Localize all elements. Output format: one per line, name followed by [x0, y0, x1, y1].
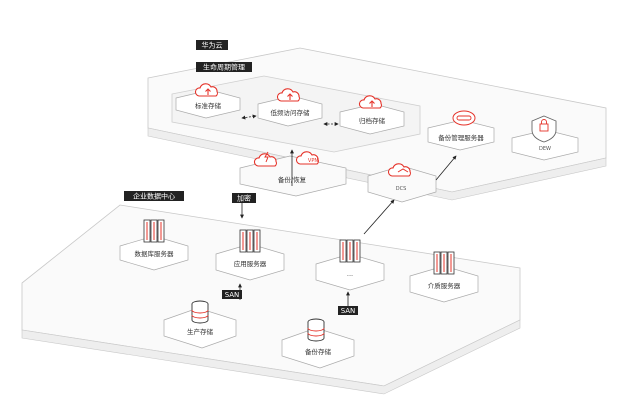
node-dew	[511, 115, 579, 161]
label-backup-storage: 备份存储	[305, 347, 332, 356]
tag-encrypt: 加密	[232, 193, 256, 203]
node-prod-storage	[163, 300, 237, 349]
cloud-icon	[253, 153, 277, 167]
link-dc-to-dcs	[363, 199, 395, 235]
node-archive-storage	[339, 95, 405, 135]
server-rack-icon	[239, 229, 261, 253]
node-dcs	[367, 163, 437, 203]
shield-icon	[531, 115, 557, 143]
node-app-server	[215, 229, 285, 281]
node-media-server	[409, 251, 479, 303]
label-more: ...	[347, 270, 353, 278]
label-backup-manager: 备份管理服务器	[438, 133, 484, 142]
tag-lifecycle: 生命周期管理	[196, 62, 252, 72]
label-prod-storage: 生产存储	[187, 327, 214, 336]
svg-text:加密: 加密	[237, 194, 251, 203]
label-dew: DEW	[539, 146, 551, 152]
database-icon	[191, 300, 209, 324]
lightning-icon	[264, 151, 269, 163]
vpn-cloud-icon	[295, 151, 319, 165]
svg-text:生命周期管理: 生命周期管理	[203, 63, 245, 72]
svg-text:SAN: SAN	[341, 307, 356, 315]
database-icon	[307, 318, 325, 342]
label-db-server: 数据库服务器	[135, 249, 175, 258]
svg-text:SAN: SAN	[225, 291, 240, 299]
label-backup-restore: 备份/恢复	[278, 175, 307, 184]
label-low-freq-storage: 低频访问存储	[271, 108, 311, 117]
node-labels: 标准存储 低频访问存储 归档存储 备份管理服务器 DEW 备份/恢复 VPN D…	[135, 101, 552, 356]
node-backup-restore	[239, 151, 347, 197]
label-archive-storage: 归档存储	[359, 116, 386, 125]
label-media-server: 介质服务器	[428, 281, 461, 290]
label-standard-storage: 标准存储	[195, 101, 222, 110]
lock-icon	[539, 123, 549, 132]
svg-text:企业数据中心: 企业数据中心	[133, 192, 175, 201]
node-low-freq-storage	[257, 88, 323, 127]
node-backup-manager	[427, 110, 495, 151]
node-more	[315, 239, 385, 291]
tag-huawei-cloud: 华为云	[196, 40, 228, 50]
tag-san-1: SAN	[222, 290, 242, 299]
label-vpn: VPN	[308, 158, 318, 164]
link-dcs-to-cloud	[435, 155, 457, 181]
cloud-icon	[387, 163, 411, 177]
server-rack-icon	[339, 239, 361, 263]
node-backup-storage	[281, 318, 355, 369]
svg-text:华为云: 华为云	[202, 41, 223, 50]
server-rack-icon	[433, 251, 455, 275]
tag-san-2: SAN	[338, 306, 358, 315]
label-app-server: 应用服务器	[234, 259, 267, 268]
node-standard-storage	[175, 83, 241, 119]
label-dcs: DCS	[396, 186, 407, 192]
tag-enterprise-dc: 企业数据中心	[124, 191, 184, 201]
node-db-server	[119, 219, 189, 271]
connectors	[238, 114, 457, 306]
server-rack-icon	[143, 219, 165, 243]
link-standard-lowfreq	[241, 114, 257, 120]
